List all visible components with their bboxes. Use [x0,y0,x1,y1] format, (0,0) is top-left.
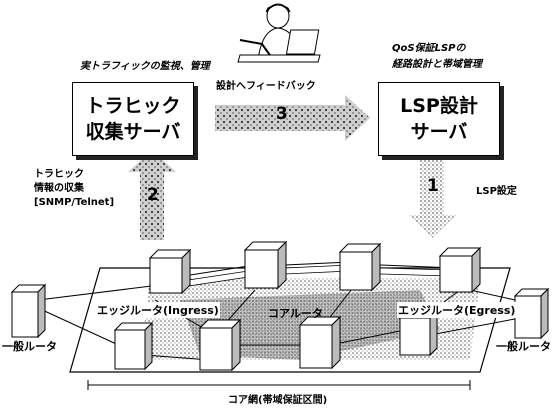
traffic-server-line1: トラヒック [85,95,181,117]
router-egress [438,246,482,294]
router-front-1 [113,321,154,371]
router-front-2 [198,318,242,372]
lsp-design-server: LSP設計 サーバ [378,82,500,156]
step-3-number: 3 [276,104,288,124]
link [37,307,126,349]
link [329,329,406,346]
arrow-3-feedback [215,95,370,141]
collection-label-line1: トラヒック [34,169,84,180]
lsp-server-line1: LSP設計 [400,95,478,117]
engineer-figure [237,3,321,63]
core-network-span [87,380,471,390]
step-1-number: 1 [427,176,439,196]
collection-label-line3: [SNMP/Telnet] [34,197,115,208]
link [469,289,516,301]
ingress-router-label: エッジルータ(Ingress) [96,302,220,318]
link [284,261,351,266]
traffic-monitoring-caption: 実トラフィックの監視、管理 [80,61,210,72]
arrow-1-lsp-setting [408,150,456,238]
router-core-back-2 [338,242,382,292]
link [189,264,256,276]
traffic-collection-server: トラヒック 収集サーバ [72,82,194,156]
egress-router-label: エッジルータ(Egress) [397,302,517,318]
arrow-2-collection [128,150,176,240]
core-network-label: コア網(帯域保証区間) [228,395,328,406]
link [37,284,161,301]
link [429,317,521,336]
general-router-right-label: 一般ルータ [496,340,551,353]
router-ingress [148,248,192,295]
lsp-server-line2: サーバ [410,121,468,143]
lsp-design-caption-line1: QoS保証LSPの [392,43,466,54]
traffic-server-line2: 収集サーバ [85,121,181,143]
lsp-design-caption-line2: 経路設計と帯域管理 [392,59,482,70]
router-core-back-1 [243,240,288,290]
feedback-label: 設計へフィードバック [216,81,316,92]
step-2-number: 2 [147,185,159,205]
router-general-left [10,283,47,339]
core-router-label: コアルータ [268,307,323,320]
collection-label-line2: 情報の収集 [34,183,84,194]
lsp-setting-label: LSP設定 [476,186,517,197]
router-front-3 [298,315,342,370]
routers [10,240,550,372]
link [144,354,211,361]
router-general-right [513,287,550,340]
general-router-left-label: 一般ルータ [2,340,57,353]
